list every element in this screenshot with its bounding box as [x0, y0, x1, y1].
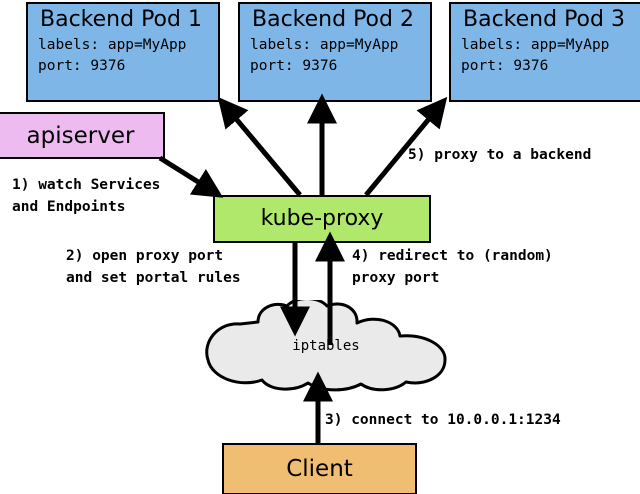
backend-pod-3-labels: labels: app=MyApp	[461, 37, 610, 53]
backend-pod-1-title: Backend Pod 1	[40, 7, 202, 32]
arrow-kubeproxy-to-pod1	[217, 96, 302, 197]
backend-pod-1-port: port: 9376	[38, 58, 126, 74]
apiserver-box[interactable]: apiserver	[0, 112, 165, 159]
backend-pod-1-labels: labels: app=MyApp	[38, 37, 187, 53]
client-title: Client	[286, 456, 353, 482]
client-box[interactable]: Client	[222, 443, 417, 494]
kube-proxy-box[interactable]: kube-proxy	[213, 195, 431, 243]
backend-pod-2-labels: labels: app=MyApp	[250, 37, 399, 53]
apiserver-title: apiserver	[26, 122, 135, 149]
iptables-label: iptables	[292, 338, 360, 354]
backend-pod-3-title: Backend Pod 3	[463, 7, 625, 32]
annotation-step-4: 4) redirect to (random) proxy port	[352, 248, 553, 286]
backend-pod-2-title: Backend Pod 2	[252, 7, 414, 32]
backend-pod-2-port: port: 9376	[250, 58, 338, 74]
annotation-step-2: 2) open proxy port and set portal rules	[66, 248, 241, 286]
backend-pod-3-box[interactable]: Backend Pod 3 labels: app=MyApp port: 93…	[449, 2, 640, 102]
kube-proxy-title: kube-proxy	[260, 206, 384, 231]
annotation-step-1: 1) watch Services and Endpoints	[12, 177, 161, 215]
iptables-cloud[interactable]: iptables	[186, 297, 466, 392]
cloud-shape-icon	[205, 297, 447, 392]
backend-pod-2-box[interactable]: Backend Pod 2 labels: app=MyApp port: 93…	[238, 2, 432, 102]
backend-pod-1-box[interactable]: Backend Pod 1 labels: app=MyApp port: 93…	[26, 2, 220, 102]
annotation-step-3: 3) connect to 10.0.0.1:1234	[325, 412, 561, 428]
backend-pod-3-port: port: 9376	[461, 58, 549, 74]
annotation-step-5: 5) proxy to a backend	[408, 147, 592, 163]
arrow-apiserver-to-kubeproxy	[158, 155, 224, 198]
